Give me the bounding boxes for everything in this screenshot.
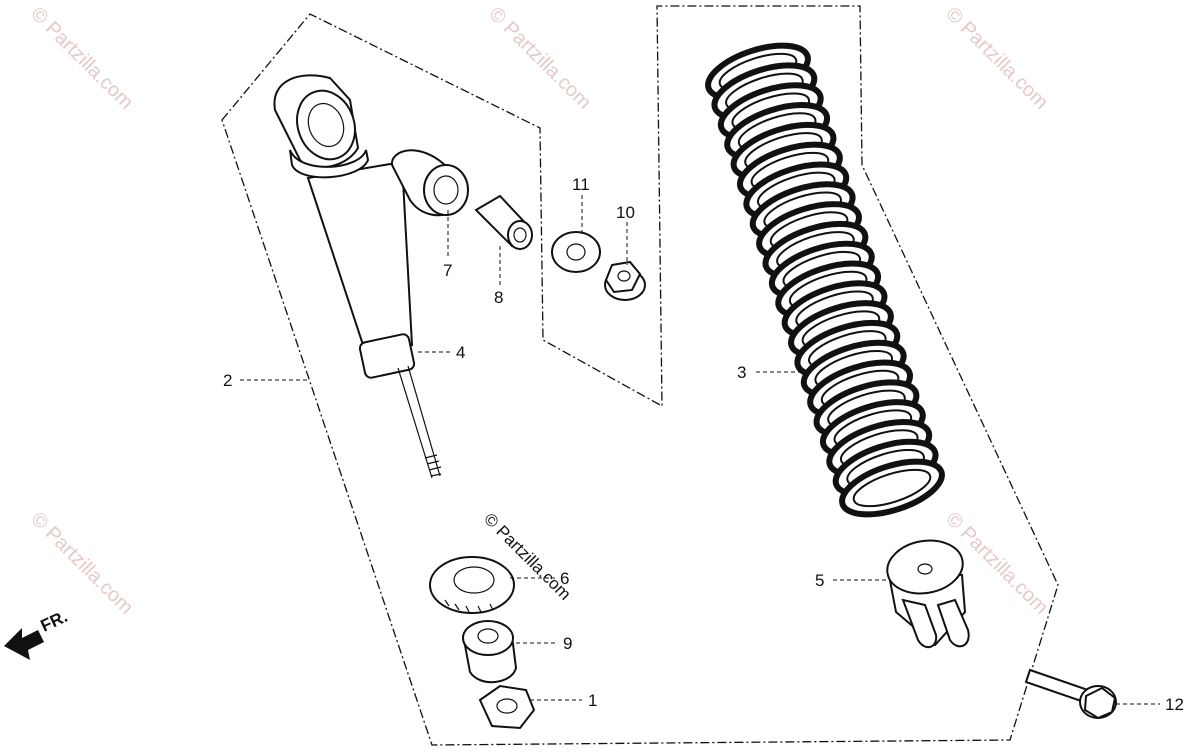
front-label: FR. xyxy=(38,607,71,636)
leader-lines xyxy=(240,195,1160,705)
bolt-part[interactable] xyxy=(1024,668,1117,720)
callout-10: 10 xyxy=(616,203,635,222)
watermark: © Partzilla.com xyxy=(484,3,595,114)
front-arrow-icon xyxy=(4,628,44,660)
callout-2: 2 xyxy=(223,371,232,390)
spring-part[interactable] xyxy=(702,35,949,525)
watermark-layer: © Partzilla.com © Partzilla.com © Partzi… xyxy=(26,3,1052,619)
shock-absorber-part[interactable] xyxy=(273,74,442,479)
flange-nut-part[interactable] xyxy=(604,260,646,301)
rubber-bush-part[interactable] xyxy=(462,620,518,684)
nut-part[interactable] xyxy=(478,684,536,730)
callout-5: 5 xyxy=(815,571,824,590)
spring-coil xyxy=(839,458,945,518)
callout-6: 6 xyxy=(560,569,569,588)
callout-7: 7 xyxy=(443,261,452,280)
callout-12: 12 xyxy=(1165,695,1184,714)
bushing-part[interactable] xyxy=(390,149,469,217)
collar-part[interactable] xyxy=(474,194,533,250)
watermark: © Partzilla.com xyxy=(941,3,1052,114)
front-direction-marker: FR. xyxy=(4,607,71,660)
callout-8: 8 xyxy=(494,288,503,307)
watermark: © Partzilla.com xyxy=(26,508,137,619)
washer-part[interactable] xyxy=(551,231,601,273)
spring-seat-part[interactable] xyxy=(883,535,970,649)
spring-coil-inner xyxy=(852,468,932,508)
callout-11: 11 xyxy=(572,175,590,194)
callout-1: 1 xyxy=(588,691,597,710)
callouts: 2 3 4 5 6 7 8 9 1 10 11 12 xyxy=(223,175,1184,714)
callout-9: 9 xyxy=(563,634,572,653)
callout-4: 4 xyxy=(456,343,465,362)
shock-assembly-outline xyxy=(221,5,1059,746)
callout-3: 3 xyxy=(737,363,746,382)
watermark: © Partzilla.com xyxy=(26,3,137,114)
rubber-washer-part[interactable] xyxy=(429,556,515,614)
